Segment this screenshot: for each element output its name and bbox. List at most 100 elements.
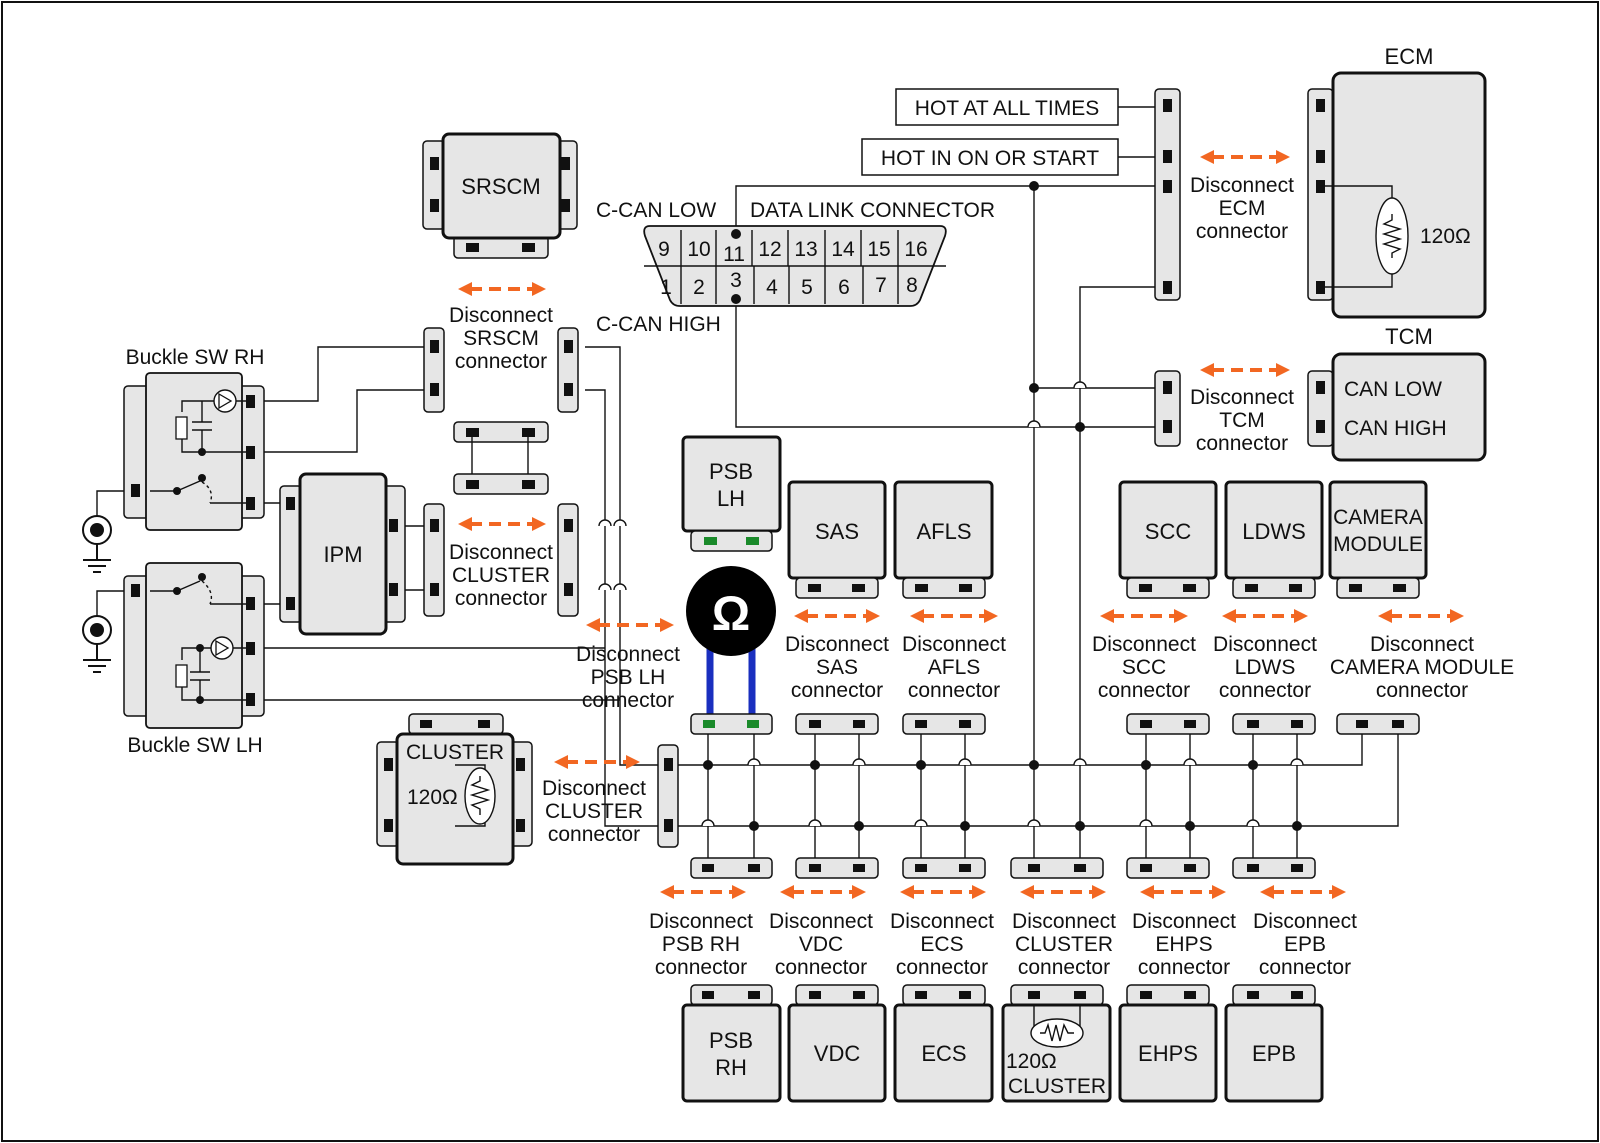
- ecm-module[interactable]: ECM 120Ω: [1154, 44, 1487, 319]
- svg-text:Disconnect: Disconnect: [449, 541, 553, 564]
- svg-text:connector: connector: [791, 679, 883, 702]
- buckle-lh-label: Buckle SW LH: [127, 734, 262, 757]
- scc-title: SCC: [1145, 519, 1192, 544]
- svg-text:connector: connector: [1259, 956, 1351, 979]
- tcm-can-low: CAN LOW: [1344, 378, 1442, 401]
- psb-rh-title-1: PSB: [709, 1028, 753, 1053]
- svg-text:ECS: ECS: [920, 933, 963, 956]
- svg-text:AFLS: AFLS: [928, 656, 981, 679]
- svg-text:CLUSTER: CLUSTER: [545, 800, 643, 823]
- svg-text:TCM: TCM: [1219, 409, 1265, 432]
- arrow-ehps: [1140, 885, 1226, 899]
- svg-text:connector: connector: [1219, 679, 1311, 702]
- dlc-pin-5: 5: [801, 276, 813, 299]
- svg-text:PSB RH: PSB RH: [662, 933, 740, 956]
- svg-text:Disconnect: Disconnect: [1092, 633, 1196, 656]
- srscm-module[interactable]: SRSCM: [422, 132, 578, 259]
- bus-bottom-plugs[interactable]: [690, 857, 1316, 879]
- arrow-tcm: [1200, 363, 1290, 377]
- hot-in-on-start-label: HOT IN ON OR START: [881, 147, 1099, 170]
- svg-text:Disconnect: Disconnect: [1370, 633, 1474, 656]
- camera-module[interactable]: CAMERA MODULE: [1328, 480, 1428, 599]
- buckle-rh-label: Buckle SW RH: [126, 346, 265, 369]
- dlc-pin-1: 1: [660, 276, 672, 299]
- ground-icon-rh: [82, 515, 112, 573]
- ipm-module[interactable]: IPM: [279, 472, 406, 636]
- svg-text:connector: connector: [548, 823, 640, 846]
- bus-left-plug[interactable]: [657, 744, 679, 848]
- arrow-cluster-bottom: [1020, 885, 1106, 899]
- ldws-module[interactable]: LDWS: [1224, 480, 1324, 599]
- bus-top-plugs[interactable]: [690, 713, 1420, 735]
- short-connector[interactable]: [453, 421, 549, 495]
- power-labels: HOT AT ALL TIMES HOT IN ON OR START: [861, 88, 1119, 176]
- dlc-title: DATA LINK CONNECTOR: [750, 199, 995, 222]
- afls-module[interactable]: AFLS: [893, 480, 994, 599]
- cluster-module[interactable]: CLUSTER 120Ω: [376, 713, 533, 866]
- dlc-can-low-label: C-CAN LOW: [596, 199, 716, 222]
- svg-text:Disconnect: Disconnect: [1012, 910, 1116, 933]
- arrow-vdc: [780, 885, 866, 899]
- epb-module[interactable]: EPB: [1224, 984, 1324, 1103]
- buckle-sw-rh[interactable]: Buckle SW RH: [123, 346, 265, 531]
- dlc-pin-10: 10: [687, 238, 710, 261]
- svg-text:Disconnect: Disconnect: [1253, 910, 1357, 933]
- dlc-pin-3: 3: [730, 269, 742, 292]
- data-link-connector[interactable]: 9 10 11 12 13 14 15 16 1 2 3 4 5 6 7 8 C…: [596, 199, 995, 336]
- dlc-pin-14: 14: [831, 238, 855, 261]
- scc-module[interactable]: SCC: [1118, 480, 1218, 599]
- sas-module[interactable]: SAS: [787, 480, 887, 599]
- psb-lh-title-1: PSB: [709, 459, 753, 484]
- ehps-module[interactable]: EHPS: [1118, 984, 1218, 1103]
- arrow-cluster-lower: [554, 755, 640, 769]
- ecm-title: ECM: [1385, 44, 1434, 69]
- dlc-pin-4: 4: [766, 276, 778, 299]
- svg-text:connector: connector: [775, 956, 867, 979]
- vdc-module[interactable]: VDC: [787, 984, 887, 1103]
- svg-text:Disconnect: Disconnect: [449, 304, 553, 327]
- epb-title: EPB: [1252, 1041, 1296, 1066]
- ecs-module[interactable]: ECS: [893, 984, 994, 1103]
- arrow-psb-lh: [586, 618, 674, 632]
- cluster-bottom-module[interactable]: 120Ω CLUSTER: [1001, 984, 1112, 1103]
- svg-text:Disconnect: Disconnect: [1190, 174, 1294, 197]
- dlc-pin-6: 6: [838, 276, 850, 299]
- disconnect-arrows: [458, 150, 1464, 899]
- tcm-module[interactable]: TCM CAN LOW CAN HIGH: [1154, 324, 1487, 462]
- cluster-resistor-label: 120Ω: [407, 786, 458, 809]
- psb-rh-module[interactable]: PSB RH: [681, 984, 782, 1103]
- cluster-disconnect-plugs-upper[interactable]: [423, 503, 579, 617]
- arrow-scc: [1100, 609, 1188, 623]
- arrow-camera: [1378, 609, 1464, 623]
- ohmmeter-probe: Ω: [686, 566, 776, 722]
- svg-text:SCC: SCC: [1122, 656, 1166, 679]
- svg-text:ECM: ECM: [1219, 197, 1266, 220]
- svg-text:connector: connector: [1018, 956, 1110, 979]
- afls-title: AFLS: [916, 519, 971, 544]
- dlc-pin-13: 13: [794, 238, 817, 261]
- svg-text:PSB LH: PSB LH: [591, 666, 666, 689]
- svg-text:EPB: EPB: [1284, 933, 1326, 956]
- camera-title-1: CAMERA: [1333, 506, 1423, 529]
- srscm-disconnect-plugs[interactable]: [423, 327, 579, 413]
- ground-icon-lh: [82, 615, 112, 673]
- psb-lh-module[interactable]: PSB LH: [681, 435, 782, 552]
- buckle-sw-lh[interactable]: Buckle SW LH: [123, 562, 265, 757]
- arrow-epb: [1260, 885, 1346, 899]
- svg-text:Disconnect: Disconnect: [542, 777, 646, 800]
- svg-text:VDC: VDC: [799, 933, 843, 956]
